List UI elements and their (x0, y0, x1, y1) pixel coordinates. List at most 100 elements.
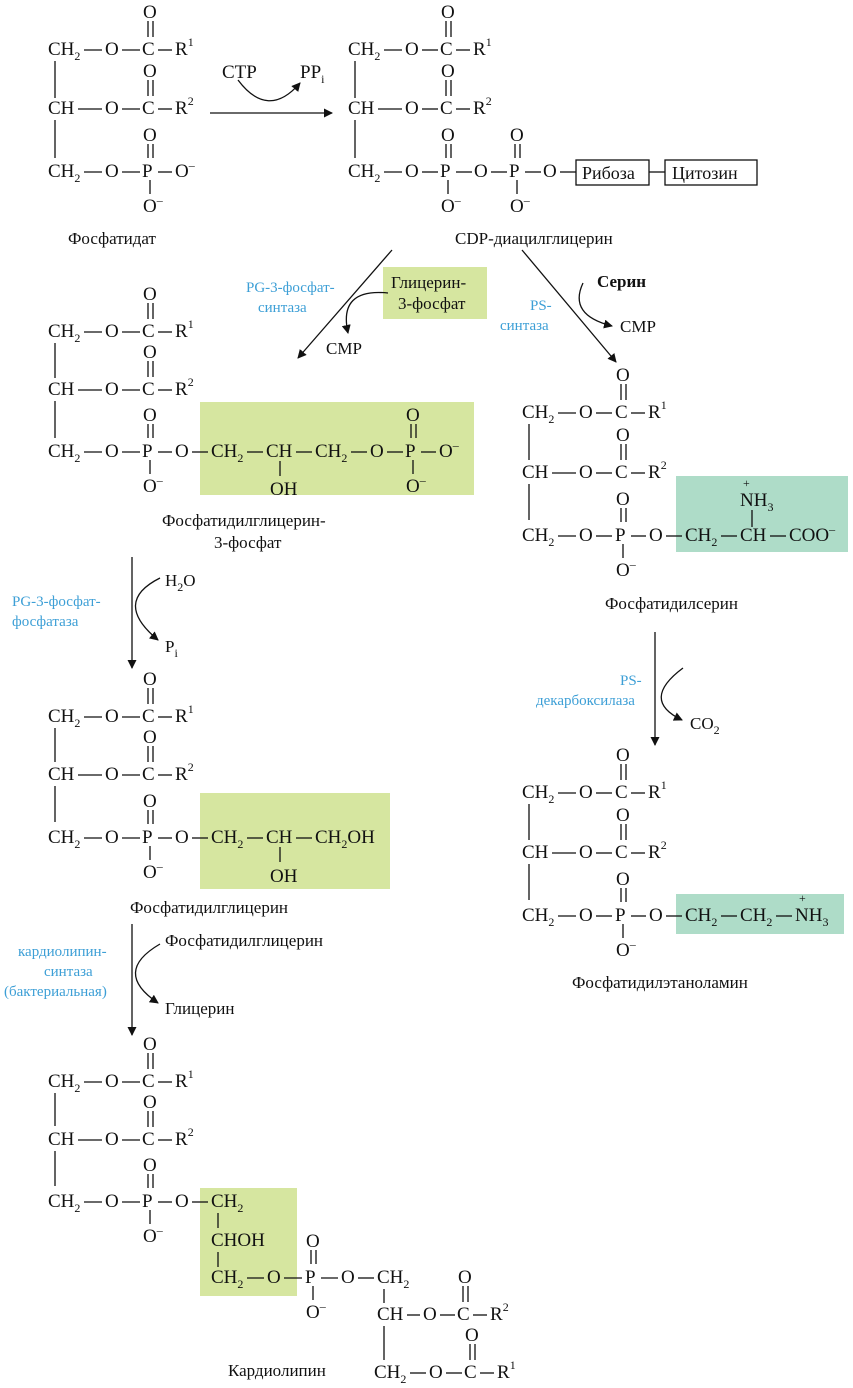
svg-text:O: O (105, 321, 119, 342)
svg-text:O: O (143, 727, 157, 748)
cl-synthase-label-2: синтаза (44, 964, 93, 980)
phosphatidate-row3: CH2 O P O O– O– (48, 125, 196, 217)
pgp-phosphatase-label-1: PG-3-фосфат- (12, 594, 101, 610)
svg-text:O: O (105, 379, 119, 400)
svg-text:C: C (615, 842, 628, 863)
pe-structure: CH2 O C O R1 CH O C O R2 CH2 (522, 745, 828, 992)
svg-text:C: C (457, 1304, 470, 1325)
svg-text:C: C (615, 402, 628, 423)
pg3p-label-1: Фосфатидилглицерин- (162, 511, 326, 530)
serine-label: Серин (597, 272, 646, 291)
svg-text:O: O (579, 402, 593, 423)
svg-text:O: O (143, 342, 157, 363)
svg-text:CH2: CH2 (740, 905, 772, 929)
svg-text:P: P (440, 161, 451, 182)
pe-label: Фосфатидилэтаноламин (572, 973, 748, 992)
ps-synthase-reaction: Серин CMP PS- синтаза (500, 249, 656, 363)
glycerol-label: Глицерин (165, 999, 234, 1018)
svg-text:P: P (615, 525, 626, 546)
svg-text:R2: R2 (490, 1300, 509, 1325)
svg-text:C: C (142, 1071, 155, 1092)
svg-text:C: C (142, 321, 155, 342)
svg-text:O: O (423, 1304, 437, 1325)
phosphatidate-row2: CH O C O R2 (48, 61, 194, 119)
ribose-box (575, 159, 650, 186)
svg-text:CH2: CH2 (48, 827, 80, 851)
ps-label: Фосфатидилсерин (605, 594, 738, 613)
svg-text:O: O (616, 489, 630, 510)
svg-text:O–: O– (175, 158, 196, 182)
svg-text:O: O (579, 842, 593, 863)
svg-text:R2: R2 (175, 760, 194, 785)
svg-text:CH: CH (740, 525, 767, 546)
cytosine-label: Цитозин (672, 163, 738, 183)
svg-text:R1: R1 (497, 1358, 516, 1383)
svg-text:C: C (440, 98, 453, 119)
svg-text:O: O (458, 1267, 472, 1288)
svg-text:O–: O– (616, 937, 637, 961)
svg-text:O: O (405, 39, 419, 60)
ps-synthase-label-1: PS- (530, 298, 552, 314)
svg-text:NH3: NH3 (740, 490, 773, 514)
cl-synthase-label-3: (бактериальная) (4, 984, 107, 1000)
svg-text:O: O (105, 827, 119, 848)
svg-text:C: C (142, 764, 155, 785)
svg-text:O–: O– (143, 193, 164, 217)
cardiolipin-structure: CH2 O C O R1 CH O C O R2 CH2 (48, 1034, 516, 1386)
ctp-label: CTP (222, 62, 257, 83)
svg-text:R2: R2 (175, 1125, 194, 1150)
svg-text:CH: CH (522, 462, 549, 483)
svg-text:CH: CH (48, 764, 75, 785)
svg-text:C: C (464, 1362, 477, 1383)
svg-text:R2: R2 (175, 94, 194, 119)
svg-text:R2: R2 (473, 94, 492, 119)
svg-text:O: O (105, 39, 119, 60)
svg-text:CH2: CH2 (522, 782, 554, 806)
cytosine-box (664, 159, 758, 186)
pg3p-label-2: 3-фосфат (214, 533, 282, 552)
svg-text:O–: O– (406, 473, 427, 497)
svg-text:R1: R1 (648, 778, 667, 803)
svg-text:CH: CH (377, 1304, 404, 1325)
svg-text:O–: O– (143, 859, 164, 883)
svg-text:CH2: CH2 (48, 321, 80, 345)
svg-text:P: P (305, 1267, 316, 1288)
svg-text:O–: O– (441, 193, 462, 217)
svg-text:O: O (441, 61, 455, 82)
svg-text:C: C (615, 782, 628, 803)
pg-structure: CH2 O C O R1 CH O C O R2 CH2 (48, 669, 375, 917)
svg-text:O: O (143, 61, 157, 82)
pg-donor-label: Фосфатидилглицерин (165, 931, 323, 950)
pg-glycerol-highlight (200, 793, 390, 889)
svg-text:O: O (465, 1325, 479, 1346)
pgp-phosphatase-label-2: фосфатаза (12, 614, 79, 630)
svg-text:O: O (579, 905, 593, 926)
svg-text:O: O (143, 2, 157, 23)
svg-text:P: P (142, 827, 153, 848)
svg-text:P: P (142, 161, 153, 182)
ctp-reaction: CTP PPi (210, 62, 333, 118)
svg-text:O: O (616, 745, 630, 766)
svg-text:O: O (105, 706, 119, 727)
svg-text:O: O (143, 669, 157, 690)
glycerol3p-highlight (383, 267, 487, 319)
cdp-dag-label: CDP-диацилглицерин (455, 229, 613, 248)
cl-synthase-label-1: кардиолипин- (18, 944, 107, 960)
ppi-label: PPi (300, 62, 325, 86)
svg-text:CH2: CH2 (48, 1071, 80, 1095)
svg-text:O: O (405, 98, 419, 119)
svg-text:P: P (405, 441, 416, 462)
svg-text:CH2: CH2 (685, 905, 717, 929)
svg-text:C: C (440, 39, 453, 60)
cmp-right-label: CMP (620, 317, 656, 336)
svg-text:O: O (510, 125, 524, 146)
svg-text:O: O (105, 98, 119, 119)
phosphatidate-structure: CH2 O C O R1 CH O C O R2 CH2 (48, 2, 196, 248)
ribose-label: Рибоза (582, 163, 635, 183)
svg-text:O: O (616, 805, 630, 826)
svg-text:O: O (649, 905, 663, 926)
svg-text:CH2: CH2 (522, 905, 554, 929)
svg-text:CH2: CH2 (48, 39, 80, 63)
svg-text:CH2: CH2 (348, 39, 380, 63)
